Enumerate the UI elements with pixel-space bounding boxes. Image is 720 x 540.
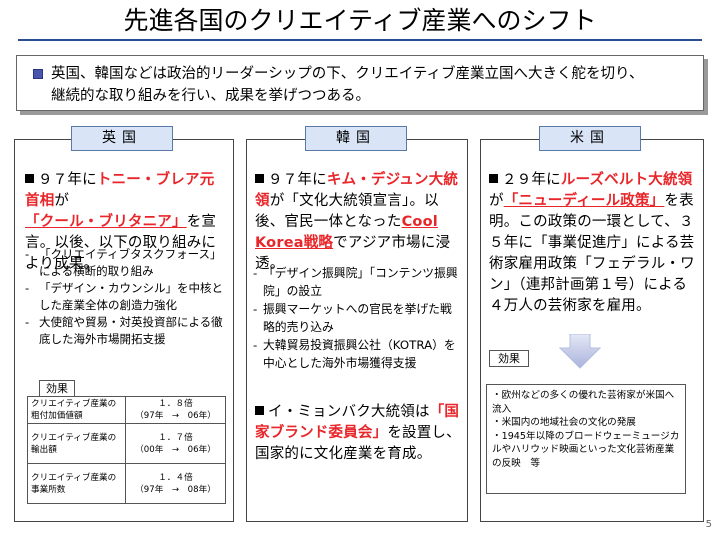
uk-slogan: 「クール・ブリタニア」 — [25, 214, 187, 230]
list-item: -「デザイン振興院」「コンテンツ振興院」の設立 — [253, 266, 458, 298]
list-item: ・米国内の地域社会の文化の発展 — [492, 417, 636, 428]
list-item: -大韓貿易投資振興公社（KOTRA）を中心とした海外市場獲得支援 — [253, 338, 456, 370]
intro-line-1: 英国、韓国などは政治的リーダーシップの下、クリエイティブ産業立国へ大きく舵を切り… — [51, 66, 644, 82]
korea-sub-list: -「デザイン振興院」「コンテンツ振興院」の設立 -振興マーケットへの官民を挙げた… — [253, 264, 461, 372]
korea-panel: ９７年にキム・デジュン大統領が「文化大統領宣言」。以後、官民一体となったCool… — [246, 139, 468, 522]
square-bullet-icon — [25, 174, 34, 183]
intro-box: 英国、韓国などは政治的リーダーシップの下、クリエイティブ産業立国へ大きく舵を切り… — [16, 55, 704, 111]
table-row: クリエイティブ産業の粗付加価値額 １．８倍（97年 → 06年） — [27, 396, 226, 424]
tab-uk: 英国 — [71, 126, 173, 151]
list-item: -「クリエイティブタスクフォース」による横断的取り組み — [25, 247, 222, 278]
page-title: 先進各国のクリエイティブ産業へのシフト — [123, 6, 597, 35]
usa-effect-box: ・欧州などの多くの優れた芸術家が米国へ流入 ・米国内の地域社会の文化の発展 ・1… — [486, 384, 686, 494]
list-item: ・欧州などの多くの優れた芸術家が米国へ流入 — [492, 390, 675, 415]
list-item: -振興マーケットへの官民を挙げた戦略的売り込み — [253, 302, 452, 334]
intro-line-2: 継続的な取り組みを行い、成果を挙げつつある。 — [51, 88, 370, 104]
square-bullet-icon — [255, 406, 264, 415]
korea-committee: 「国家ブランド委員会」 — [255, 404, 460, 441]
table-row: クリエイティブ産業の事業所数 １．４倍（97年 → 08年） — [27, 463, 226, 504]
tab-korea: 韓国 — [305, 126, 407, 151]
square-bullet-icon — [33, 69, 43, 79]
table-row: クリエイティブ産業の輸出額 １．７倍（00年 → 06年） — [27, 423, 226, 464]
title-divider — [18, 39, 702, 41]
usa-leader-name: ルーズベルト大統領 — [560, 172, 693, 188]
usa-policy: 「ニューディール政策」 — [503, 193, 665, 209]
korea-leader-name: キム・デジュン大統領 — [255, 172, 459, 209]
usa-effect-label: 効果 — [489, 350, 529, 367]
usa-main-text: ２９年にルーズベルト大統領が「ニューディール政策」を表明。この政策の一環として、… — [489, 172, 695, 314]
korea-strategy: Cool Korea戦略 — [255, 214, 438, 251]
uk-effect-table: クリエイティブ産業の粗付加価値額 １．８倍（97年 → 06年） クリエイティブ… — [27, 396, 226, 504]
uk-leader-name: トニー・ブレア元首相 — [25, 172, 215, 209]
korea-main-text-2: イ・ミョンバク大統領は「国家ブランド委員会」を設置し、国家的に文化産業を育成。 — [255, 404, 461, 462]
square-bullet-icon — [255, 174, 264, 183]
uk-main-text: ９７年にトニー・ブレア元首相が「クール・ブリタニア」を宣言。以後、以下の取り組み… — [25, 172, 217, 272]
page-number: 5 — [705, 519, 712, 530]
list-item: ・1945年以降のブロードウェーミュージカルやハリウッド映画といった文化芸術産業… — [492, 430, 680, 469]
uk-effect-label: 効果 — [39, 380, 75, 397]
list-item: -大使館や貿易・対英投資部による徹底した海外市場開拓支援 — [25, 315, 223, 346]
korea-main-text-1: ９７年にキム・デジュン大統領が「文化大統領宣言」。以後、官民一体となったCool… — [255, 172, 459, 272]
square-bullet-icon — [489, 174, 498, 183]
tab-usa: 米国 — [539, 126, 641, 151]
arrow-down-icon — [558, 334, 602, 369]
uk-panel: ９７年にトニー・ブレア元首相が「クール・ブリタニア」を宣言。以後、以下の取り組み… — [14, 139, 234, 522]
list-item: -「デザイン・カウンシル」を中核とした産業全体の創造力強化 — [25, 281, 223, 312]
uk-sub-list: -「クリエイティブタスクフォース」による横断的取り組み -「デザイン・カウンシル… — [25, 246, 225, 348]
